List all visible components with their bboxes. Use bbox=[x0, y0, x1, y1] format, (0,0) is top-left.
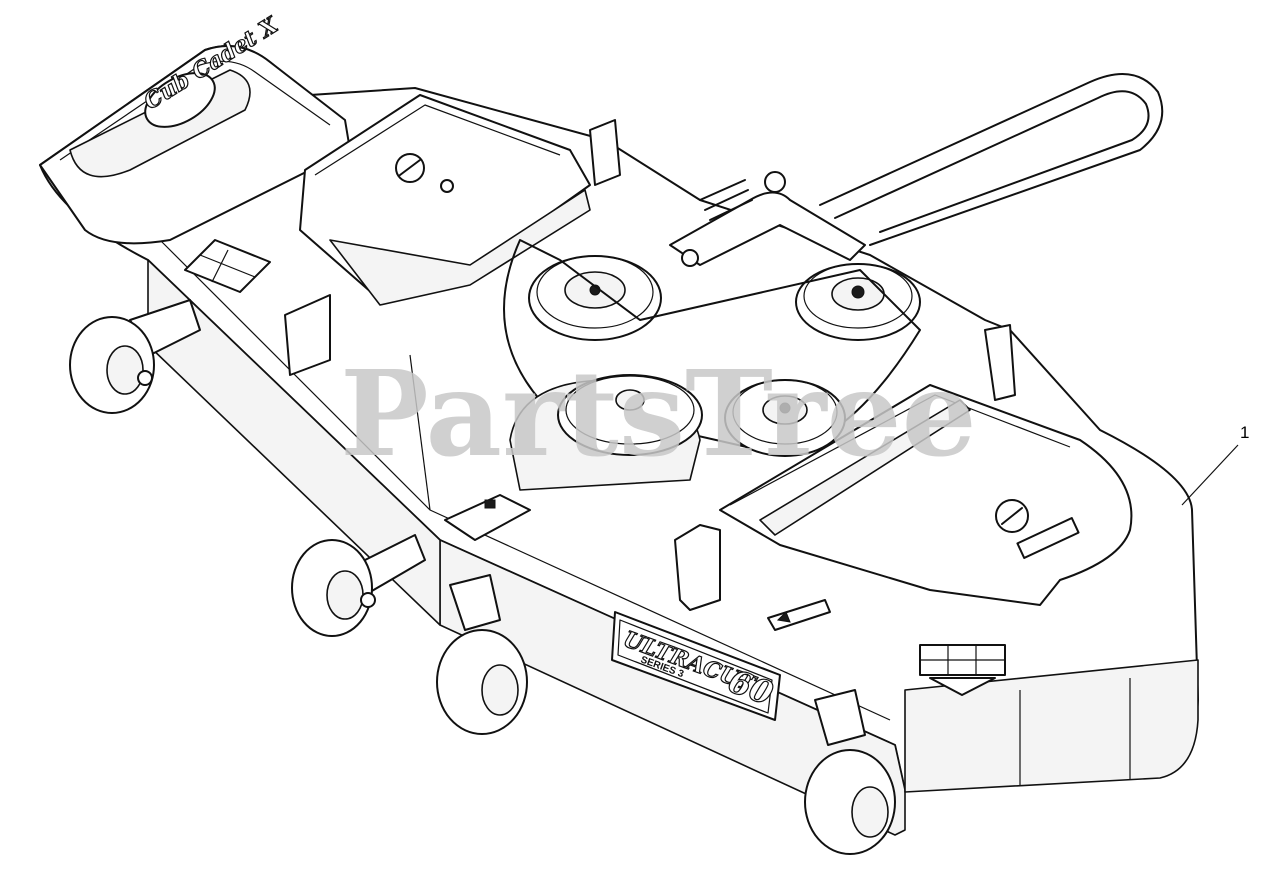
warning-decal-left bbox=[444, 494, 531, 541]
belt-loop bbox=[819, 73, 1164, 246]
baffle-brackets bbox=[284, 119, 1016, 611]
left-spindle-cover bbox=[299, 94, 591, 306]
idler-arm bbox=[669, 171, 866, 267]
rear-pulley-left bbox=[528, 255, 662, 341]
callout-1-label: 1 bbox=[1240, 423, 1249, 442]
arrow-decal-left bbox=[184, 239, 271, 293]
anti-scalp-wheel-2 bbox=[291, 534, 426, 637]
watermark: PartsTree bbox=[340, 344, 977, 483]
arrow-decal-right bbox=[919, 644, 1006, 696]
center-pulley bbox=[509, 374, 846, 491]
right-spindle-cover bbox=[719, 384, 1133, 606]
anti-scalp-wheel-1 bbox=[69, 299, 201, 414]
anti-scalp-wheel-3 bbox=[436, 574, 528, 735]
callout-1: 1 bbox=[1181, 423, 1249, 506]
rear-pulley-right bbox=[795, 263, 921, 341]
warning-decal-right bbox=[767, 599, 831, 631]
anti-scalp-wheel-4 bbox=[804, 689, 896, 855]
